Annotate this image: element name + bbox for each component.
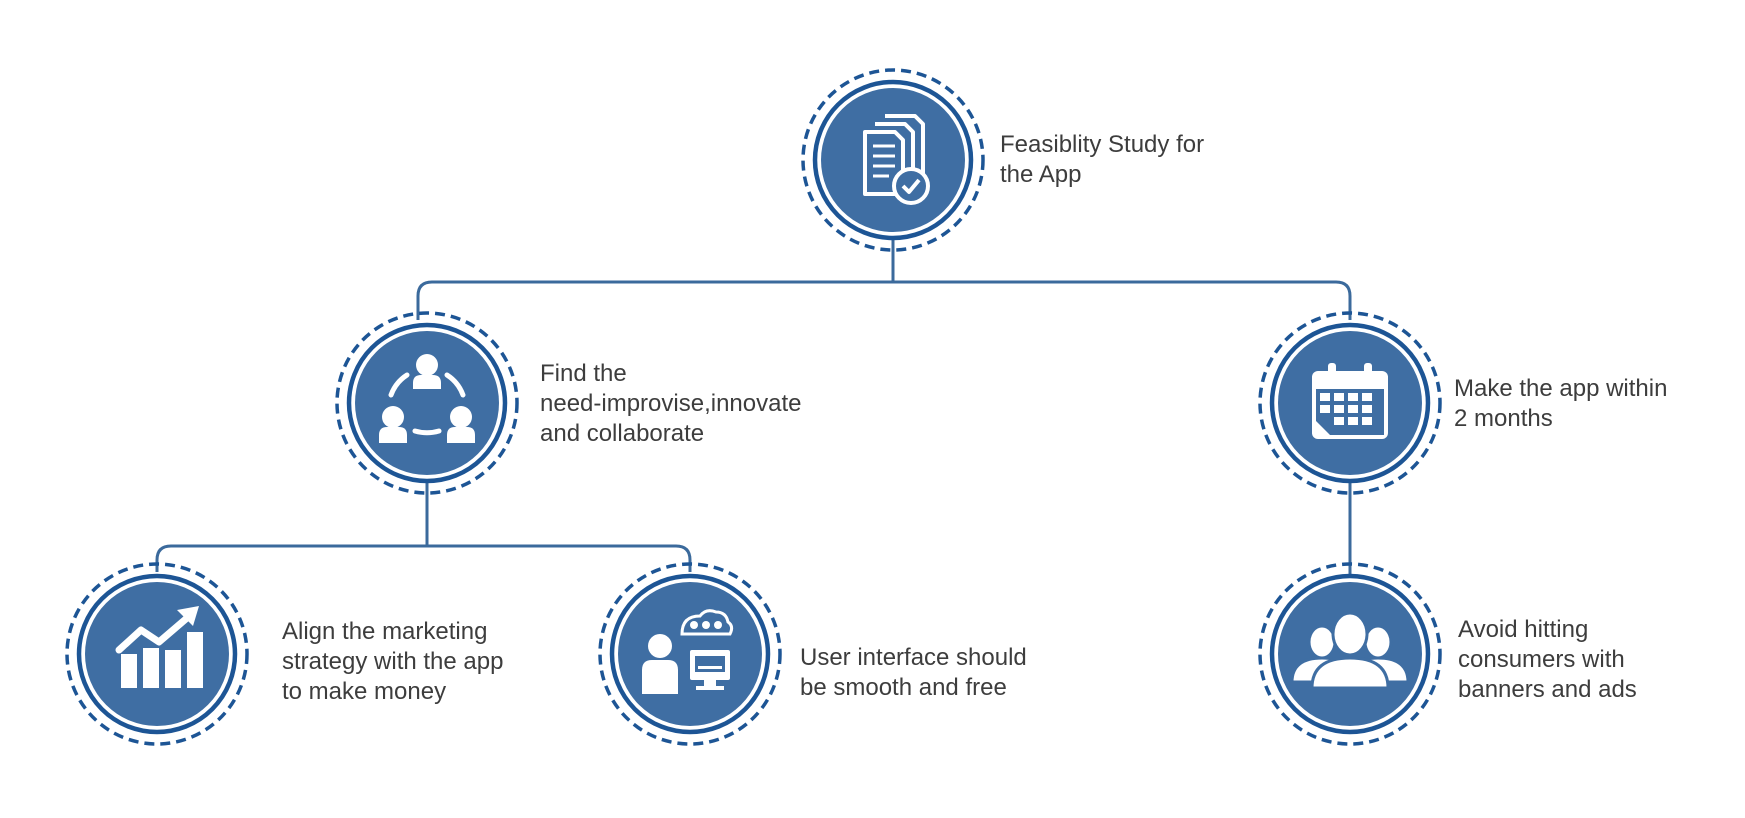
- find-need-label: Find the need-improvise,innovate and col…: [540, 359, 801, 449]
- node-avoid-ads: [1260, 564, 1440, 744]
- node-user-interface: [600, 564, 780, 744]
- user-interface-label: User interface should be smooth and free: [800, 643, 1027, 703]
- avoid-ads-label-line-3: banners and ads: [1458, 676, 1637, 703]
- make-app-label: Make the app within 2 months: [1454, 374, 1667, 434]
- connectors: [155, 238, 1352, 574]
- node-align-marketing: [67, 564, 247, 744]
- root-label-line-2: the App: [1000, 161, 1082, 188]
- root-label-line-1: Feasiblity Study for: [1000, 131, 1205, 158]
- consumers-group-icon: [1290, 611, 1410, 690]
- user-interface-label-line-2: be smooth and free: [800, 674, 1007, 701]
- align-marketing-label: Align the marketing strategy with the ap…: [282, 617, 503, 707]
- team-collaboration-icon: [379, 354, 475, 443]
- user-interface-label-line-1: User interface should: [800, 644, 1027, 671]
- avoid-ads-label: Avoid hitting consumers with banners and…: [1458, 615, 1637, 705]
- find-need-label-line-3: and collaborate: [540, 420, 705, 447]
- user-computer-icon: [642, 609, 734, 694]
- calendar-icon: [1312, 363, 1388, 439]
- connector-root-branch: [416, 280, 1352, 320]
- make-app-label-line-1: Make the app within: [1454, 375, 1668, 402]
- find-need-label-line-2: need-improvise,innovate: [540, 390, 802, 417]
- align-marketing-label-line-2: strategy with the app: [282, 648, 504, 675]
- avoid-ads-label-line-1: Avoid hitting: [1458, 616, 1589, 643]
- documents-check-icon: [863, 114, 930, 205]
- align-marketing-label-line-1: Align the marketing: [282, 618, 488, 645]
- node-find-need: [337, 313, 517, 493]
- connector-find-need-branch: [155, 544, 692, 572]
- node-root: [803, 70, 983, 250]
- find-need-label-line-1: Find the: [540, 360, 627, 387]
- make-app-label-line-2: 2 months: [1454, 405, 1553, 432]
- avoid-ads-label-line-2: consumers with: [1458, 646, 1625, 673]
- node-make-app: [1260, 313, 1440, 493]
- align-marketing-label-line-3: to make money: [282, 678, 447, 705]
- growth-chart-icon: [115, 606, 203, 688]
- root-label: Feasiblity Study for the App: [1000, 130, 1204, 190]
